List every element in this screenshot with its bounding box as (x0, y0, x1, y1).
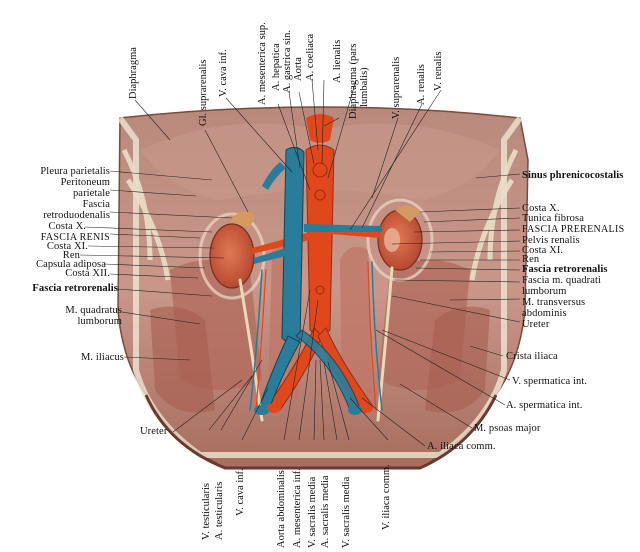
label-costa-xii: Costa XII. (65, 268, 110, 279)
label-diaphragma-pars-2: lumbalis) (359, 67, 370, 107)
label-diaphragma: Diaphragma (128, 47, 139, 99)
label-a-mesenterica-inf: A. mesenterica inf. (292, 468, 303, 548)
label-capsula-adiposa: Capsula adiposa (35, 259, 106, 270)
label-sinus-phrenicocostalis: Sinus phrenicocostalis (522, 170, 624, 181)
vena-cava (254, 146, 382, 413)
label-m-transversus-2: abdominis (522, 308, 567, 319)
label-v-sacralis-media-2: V. sacralis media (341, 476, 352, 548)
label-ren-right: Ren (522, 254, 540, 265)
label-a-coeliaca: A. coeliaca (305, 33, 316, 81)
label-crista-iliaca: Crista iliaca (506, 351, 558, 362)
label-ureter-left: Ureter (140, 426, 168, 437)
label-peritoneum-1: Peritoneum (60, 177, 110, 188)
label-v-cava-inf-top: V. cava inf. (218, 49, 229, 97)
suprarenal-glands (230, 205, 420, 228)
label-a-testicularis: A. testicularis (214, 481, 225, 540)
label-v-cava-inf-bottom: V. cava inf. (235, 468, 246, 516)
label-v-testicularis: V. testicularis (201, 483, 212, 540)
leader-lines (79, 79, 521, 447)
ureters (238, 261, 394, 422)
label-ren-left: Ren (62, 250, 80, 261)
label-aorta-abdominalis: Aorta abdominalis (276, 470, 287, 548)
label-a-iliaca-comm: A. iliaca comm. (427, 441, 496, 452)
label-costa-x-right: Costa X. (522, 203, 560, 214)
label-costa-x-left: Costa X. (48, 221, 86, 232)
label-v-sacralis-media-1: V. sacralis media (307, 476, 318, 548)
label-m-transversus-1: M. transversus (522, 297, 586, 308)
label-fascia-retroduo-1: Fascia (82, 199, 110, 210)
label-pleura-parietalis: Pleura parietalis (40, 166, 110, 177)
label-v-spermatica-int: V. spermatica int. (512, 376, 588, 387)
label-pelvis-renalis: Pelvis renalis (522, 235, 580, 246)
label-fascia-retrorenalis-right: Fascia retrorenalis (522, 264, 608, 275)
label-gl-suprarenalis: Gl. suprarenalis (198, 59, 209, 126)
label-a-gastrica-sin: A. gastrica sin. (282, 30, 293, 93)
label-a-spermatica-int: A. spermatica int. (506, 400, 583, 411)
label-fascia-retrorenalis-left: Fascia retrorenalis (32, 283, 118, 294)
label-m-quadratus-1: M. quadratus (65, 305, 122, 316)
label-fascia-m-quadrati-1: Fascia m. quadrati (522, 275, 602, 286)
label-diaphragma-pars-1: Diaphragma (pars (348, 43, 359, 119)
label-m-quadratus-2: lumborum (77, 316, 122, 327)
label-aorta-top: Aorta (293, 57, 304, 81)
label-a-lienalis: A. lienalis (332, 39, 343, 83)
label-peritoneum-2: parietale (72, 188, 110, 199)
label-m-iliacus: M. iliacus (81, 352, 124, 363)
diaphragm-crus (306, 114, 334, 143)
label-costa-xi-right: Costa XI. (522, 245, 564, 256)
label-v-renalis: V. renalis (433, 51, 444, 91)
label-m-psoas-major: M. psoas major (474, 423, 541, 434)
label-tunica-fibrosa: Tunica fibrosa (522, 213, 584, 224)
label-a-mesenterica-sup: A. mesenterica sup. (257, 22, 268, 105)
label-costa-xi-left: Costa XI. (46, 241, 88, 252)
label-a-sacralis-media: A. sacralis media (320, 475, 331, 548)
label-a-renalis: A. renalis (416, 64, 427, 105)
label-fascia-prerenalis: FASCIA PRERENALIS (522, 224, 625, 235)
label-fascia-retroduo-2: retroduodenalis (43, 210, 110, 221)
label-a-hepatica: A. hepatica (271, 43, 282, 91)
label-fascia-renis: FASCIA RENIS (40, 232, 110, 243)
label-ureter-right: Ureter (522, 319, 550, 330)
label-v-iliaca-comm: V. iliaca comm. (381, 464, 392, 530)
label-fascia-m-quadrati-2: lumborum (522, 286, 567, 297)
label-v-suprarenalis: V. suprarenalis (391, 56, 402, 119)
